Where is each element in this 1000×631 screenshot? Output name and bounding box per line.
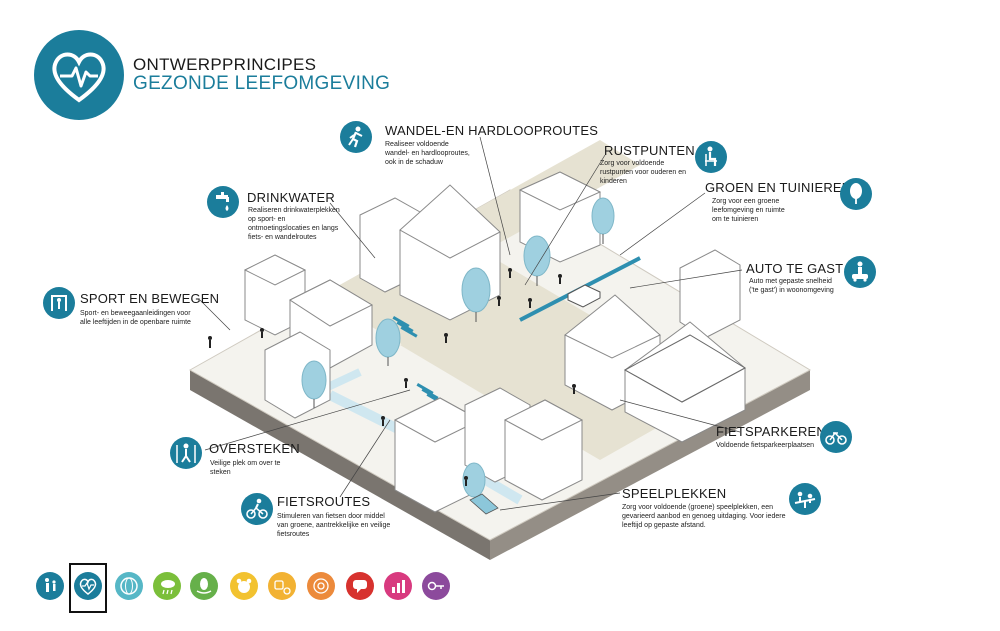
sun-rain-icon[interactable]: [153, 572, 181, 600]
sport-title: SPORT EN BEWEGEN: [80, 291, 220, 306]
fietsparkeren-desc: Voldoende fietsparkeerplaatsen: [716, 442, 815, 449]
seated-person-icon: [695, 141, 727, 173]
running-person-icon: [340, 121, 372, 153]
auto-desc: Auto met gepaste snelheid('te gast') in …: [749, 278, 834, 294]
auto-title: AUTO TE GAST: [746, 261, 844, 276]
leaf-hand-icon[interactable]: [190, 572, 218, 600]
transport-icon[interactable]: [268, 572, 296, 600]
fietsparkeren-title: FIETSPARKEREN: [716, 424, 826, 439]
wandel-title: WANDEL-EN HARDLOOPROUTES: [385, 123, 599, 138]
globe-icon[interactable]: [115, 572, 143, 600]
leaf-icon: [840, 178, 872, 210]
people: [208, 268, 576, 486]
cyclist-icon: [241, 493, 273, 525]
chart-icon[interactable]: [384, 572, 412, 600]
crossing-icon: [170, 437, 202, 469]
trees: [301, 197, 615, 498]
header-heart-icon: [34, 30, 124, 120]
bicycles-icon: [820, 421, 852, 453]
family-icon[interactable]: [36, 572, 64, 600]
water-tap-icon: [207, 186, 239, 218]
fietsroutes-title: FIETSROUTES: [277, 494, 371, 509]
playground-icon: [789, 483, 821, 515]
network-icon[interactable]: [307, 572, 335, 600]
car: [567, 284, 601, 308]
page-title-line2: GEZONDE LEEFOMGEVING: [133, 73, 391, 94]
key-icon[interactable]: [422, 572, 450, 600]
heart-pulse-nav-icon[interactable]: [74, 572, 102, 600]
speelplekken-desc: Zorg voor voldoende (groene) speelplekke…: [622, 504, 786, 529]
speech-icon[interactable]: [346, 572, 374, 600]
bear-icon[interactable]: [230, 572, 258, 600]
sport-icon: [43, 287, 75, 319]
oversteken-title: OVERSTEKEN: [209, 441, 300, 456]
selected-nav-frame: [69, 563, 107, 613]
page-title-line1: ONTWERPPRINCIPES: [133, 55, 317, 74]
car-guest-icon: [844, 256, 876, 288]
drinkwater-title: DRINKWATER: [247, 190, 335, 205]
speelplekken-title: SPEELPLEKKEN: [622, 486, 727, 501]
groen-title: GROEN EN TUINIEREN: [705, 180, 852, 195]
rustpunten-title: RUSTPUNTEN: [604, 143, 695, 158]
